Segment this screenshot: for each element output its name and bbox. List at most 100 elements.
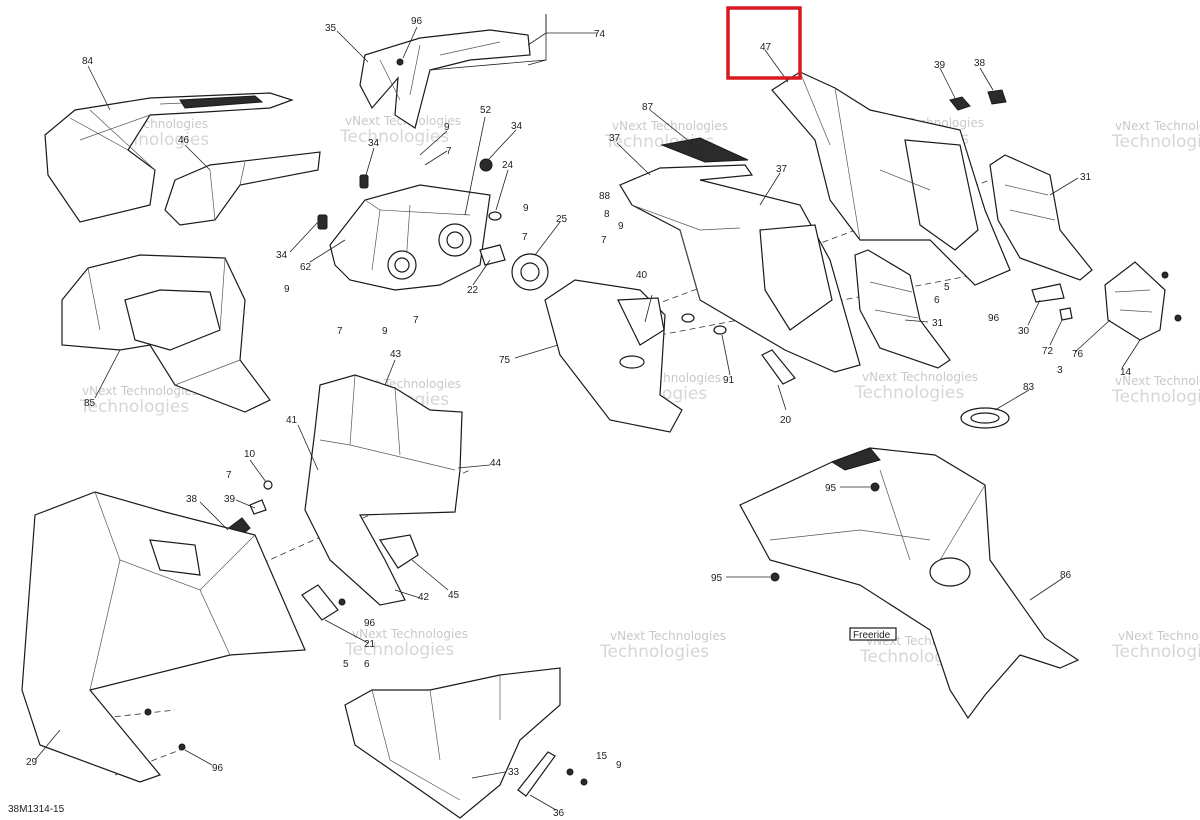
callout-34: 34 — [511, 121, 523, 132]
callout-95: 95 — [825, 483, 837, 494]
part-31-side-vents — [854, 154, 1093, 369]
lower-panel-contours — [371, 675, 501, 801]
leader-31b — [904, 319, 929, 323]
callout-29: 29 — [26, 757, 38, 768]
right-console-recess — [904, 139, 979, 251]
callout-7: 7 — [446, 146, 452, 157]
plug-91b — [713, 325, 727, 335]
callout-31: 31 — [932, 318, 944, 329]
leader-87 — [649, 109, 701, 151]
leader-75 — [514, 344, 559, 359]
fastener-lower-b — [178, 743, 186, 751]
callout-36: 36 — [553, 808, 565, 819]
bracket-21 — [301, 584, 339, 621]
watermark-text: vNext Technologies — [1115, 119, 1200, 133]
right-small-parts — [1031, 261, 1182, 341]
insert-45 — [379, 534, 419, 569]
watermark-text: vNext Technologies — [82, 384, 198, 398]
leader-96 — [402, 26, 418, 59]
callout-5: 5 — [343, 659, 349, 670]
leader-96d — [184, 749, 213, 766]
light-assembly-contours — [1114, 289, 1153, 313]
callout-52: 52 — [480, 105, 492, 116]
callout-74: 74 — [594, 29, 606, 40]
part-83-ring — [960, 407, 1010, 429]
callout-9: 9 — [616, 760, 622, 771]
hood-panel-contours — [69, 99, 256, 171]
callout-7: 7 — [337, 326, 343, 337]
callout-96: 96 — [364, 618, 376, 629]
callout-91: 91 — [723, 375, 735, 386]
watermark-text: vNext Technologies — [610, 629, 726, 643]
callout-10: 10 — [244, 449, 256, 460]
leader-43 — [384, 359, 396, 386]
bulb-cap-34 — [479, 158, 493, 172]
callout-9: 9 — [618, 221, 624, 232]
leader-25 — [534, 221, 561, 256]
part-37-upper-console — [619, 137, 861, 373]
part-33-lower-panel — [344, 667, 561, 819]
lower-fairing-trim — [830, 447, 881, 471]
watermark-text: Technologies — [344, 640, 454, 660]
headlight-housing-shape — [329, 184, 491, 291]
figure-code: 38M1314-15 — [8, 804, 65, 815]
callout-6: 6 — [934, 295, 940, 306]
leader-62 — [309, 239, 346, 263]
part-62-headlight-housing — [317, 174, 491, 291]
grommet-34 — [317, 214, 328, 230]
callout-30: 30 — [1018, 326, 1030, 337]
clip-72 — [1059, 307, 1073, 321]
callout-47: 47 — [760, 42, 772, 53]
headlight-lens-right-inner — [446, 231, 464, 249]
watermark-text: vNext Technologies — [1118, 629, 1200, 643]
leader-45 — [411, 559, 449, 591]
leader-46 — [184, 144, 211, 171]
callout-9: 9 — [444, 122, 450, 133]
callout-43: 43 — [390, 349, 402, 360]
callout-84: 84 — [82, 56, 94, 67]
leader-76 — [1074, 319, 1111, 353]
leader-42 — [394, 589, 421, 599]
plug-91a — [681, 313, 695, 323]
light-assembly-76 — [1104, 261, 1166, 341]
callout-85: 85 — [84, 398, 96, 409]
leader-20 — [777, 384, 787, 411]
callout-44: 44 — [490, 458, 502, 469]
fastener-96 — [396, 58, 404, 66]
callout-9: 9 — [523, 203, 529, 214]
clip-39 — [949, 96, 971, 111]
lower-fairing-gauge-opening — [929, 557, 971, 587]
callout-7: 7 — [226, 470, 232, 481]
bulb-22 — [479, 244, 506, 266]
callout-25: 25 — [556, 214, 568, 225]
callout-33: 33 — [508, 767, 520, 778]
headlight-lens-left-inner — [394, 257, 410, 273]
lower-fairing-contours — [769, 469, 986, 561]
leader-9a — [419, 130, 448, 156]
leader-29 — [34, 729, 61, 761]
part-85-front-frame — [61, 254, 271, 413]
windshield-strip-contours — [209, 161, 246, 221]
side-panel-flap-40 — [617, 297, 665, 346]
leader-83 — [994, 389, 1030, 411]
screw-light-bottom — [1174, 314, 1182, 322]
leader-85 — [94, 349, 121, 399]
callout-96: 96 — [988, 313, 1000, 324]
washer-10 — [263, 480, 273, 490]
callout-3: 3 — [1057, 365, 1063, 376]
upper-console-contours — [631, 204, 741, 301]
center-panel-contours — [319, 374, 456, 471]
leader-41 — [297, 424, 319, 471]
leader-34a — [365, 147, 375, 176]
part-46-windshield-strip — [164, 151, 321, 226]
callout-6: 6 — [364, 659, 370, 670]
callout-22: 22 — [467, 285, 479, 296]
part-21-bracket — [144, 584, 346, 751]
callout-35: 35 — [325, 23, 337, 34]
side-panel-hole — [619, 355, 645, 369]
leader-31a — [1049, 177, 1079, 196]
bracket-20 — [761, 349, 796, 385]
callout-7: 7 — [413, 315, 419, 326]
callout-34: 34 — [368, 138, 380, 149]
